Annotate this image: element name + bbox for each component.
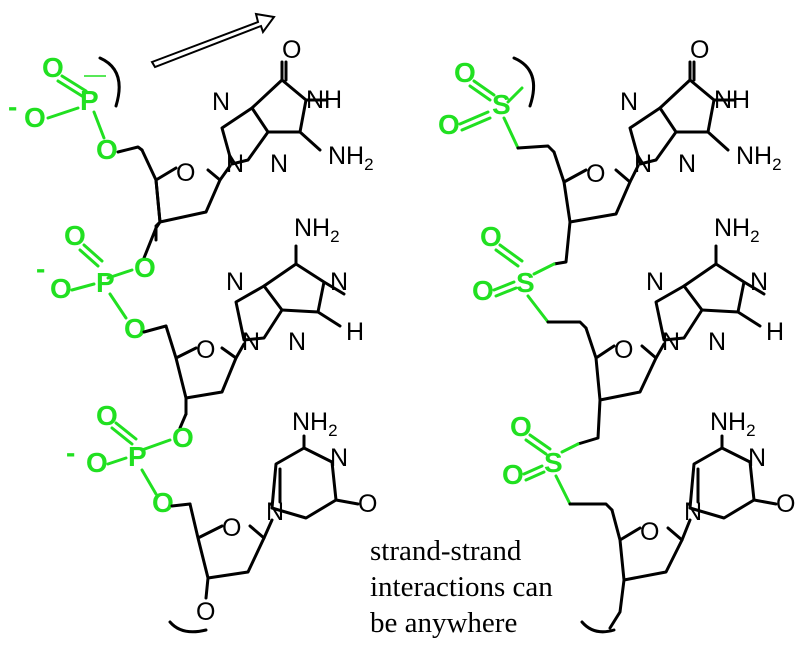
svg-text:N: N bbox=[242, 328, 260, 356]
cytosine-base: N N O NH2 bbox=[262, 408, 377, 540]
cytosine-base-r: N N O NH2 bbox=[680, 408, 795, 542]
svg-text:O: O bbox=[50, 273, 72, 304]
svg-text:O: O bbox=[640, 518, 659, 546]
svg-text:S: S bbox=[516, 267, 535, 298]
svg-text:O: O bbox=[358, 490, 377, 518]
svg-text:O: O bbox=[438, 109, 460, 140]
svg-text:S: S bbox=[544, 447, 563, 478]
svg-text:N: N bbox=[212, 88, 230, 116]
svg-text:O: O bbox=[196, 598, 215, 626]
caption-line-3: be anywhere bbox=[370, 607, 517, 639]
svg-text:N: N bbox=[270, 150, 288, 178]
svg-text:N: N bbox=[330, 268, 348, 296]
sugar-3: O O bbox=[168, 502, 266, 634]
caption-line-1: strand-strand bbox=[370, 535, 522, 567]
svg-text:P: P bbox=[80, 85, 99, 116]
svg-text:O: O bbox=[690, 36, 709, 64]
phosphate-group-2: O O P O - O bbox=[36, 220, 168, 344]
svg-text:N: N bbox=[288, 328, 306, 356]
svg-text:P: P bbox=[128, 441, 147, 472]
sulfone-group-2: O S O bbox=[472, 221, 588, 330]
svg-text:NH: NH bbox=[714, 86, 750, 114]
svg-text:O: O bbox=[124, 313, 146, 344]
svg-text:O: O bbox=[282, 36, 301, 64]
sulfone-group-3: O S O bbox=[502, 411, 614, 512]
direction-arrow bbox=[150, 12, 276, 69]
left-natural-dna: O P O - O O N N N O NH NH2 bbox=[8, 36, 377, 634]
svg-text:O: O bbox=[776, 490, 795, 518]
svg-text:O: O bbox=[176, 159, 195, 187]
svg-text:O: O bbox=[222, 514, 241, 542]
svg-text:N: N bbox=[646, 268, 664, 296]
svg-text:N: N bbox=[226, 150, 244, 178]
sugar-r1: O bbox=[552, 150, 632, 266]
svg-text:NH2: NH2 bbox=[710, 408, 756, 440]
guanine-base-1: N N N O NH NH2 bbox=[212, 36, 374, 182]
svg-text:NH2: NH2 bbox=[292, 408, 338, 440]
svg-text:H: H bbox=[346, 318, 364, 346]
svg-text:O: O bbox=[454, 57, 476, 88]
svg-text:O: O bbox=[96, 400, 118, 431]
adenine-base: N N N N NH2 H bbox=[226, 214, 364, 360]
sulfone-group-1: O S O bbox=[438, 57, 556, 154]
svg-text:N: N bbox=[226, 268, 244, 296]
svg-text:O: O bbox=[24, 102, 46, 133]
svg-text:NH2: NH2 bbox=[714, 214, 760, 246]
sugar-r3: O bbox=[580, 508, 684, 634]
svg-text:N: N bbox=[620, 88, 638, 116]
svg-text:P: P bbox=[96, 267, 115, 298]
svg-text:N: N bbox=[684, 498, 702, 526]
svg-text:O: O bbox=[96, 134, 118, 165]
svg-text:O: O bbox=[134, 252, 156, 283]
guanine-base-r: N N N O NH NH2 bbox=[620, 36, 782, 184]
svg-text:O: O bbox=[196, 336, 215, 364]
svg-text:N: N bbox=[634, 150, 652, 178]
svg-text:NH2: NH2 bbox=[328, 142, 374, 174]
svg-text:N: N bbox=[708, 328, 726, 356]
adenine-base-r: N N N N NH2 H bbox=[646, 214, 784, 360]
svg-text:O: O bbox=[480, 221, 502, 252]
sugar-r2: O bbox=[576, 326, 658, 446]
svg-text:N: N bbox=[750, 268, 768, 296]
svg-text:N: N bbox=[678, 150, 696, 178]
svg-text:H: H bbox=[766, 318, 784, 346]
svg-text:O: O bbox=[152, 487, 174, 518]
right-sulfone-analog: O S O O N N N O NH NH2 bbox=[438, 36, 795, 634]
svg-text:O: O bbox=[502, 459, 524, 490]
phosphate-group-1: O P O - O bbox=[8, 52, 144, 165]
svg-text:O: O bbox=[472, 275, 494, 306]
svg-text:O: O bbox=[86, 447, 108, 478]
svg-text:-: - bbox=[36, 253, 45, 284]
svg-text:NH2: NH2 bbox=[736, 142, 782, 174]
svg-text:N: N bbox=[330, 444, 348, 472]
svg-text:O: O bbox=[614, 336, 633, 364]
svg-text:N: N bbox=[748, 444, 766, 472]
svg-text:S: S bbox=[492, 89, 511, 120]
svg-text:-: - bbox=[66, 437, 75, 468]
svg-text:NH: NH bbox=[306, 86, 342, 114]
phosphate-group-3: O O P O - O bbox=[66, 400, 194, 518]
svg-text:O: O bbox=[510, 411, 532, 442]
svg-text:N: N bbox=[266, 498, 284, 526]
svg-text:O: O bbox=[172, 422, 194, 453]
sugar-2: O bbox=[164, 324, 238, 416]
svg-text:NH2: NH2 bbox=[294, 214, 340, 246]
svg-text:O: O bbox=[586, 160, 605, 188]
svg-text:O: O bbox=[64, 220, 86, 251]
svg-text:-: - bbox=[8, 91, 17, 122]
sugar-1: O bbox=[140, 148, 222, 242]
caption-block: strand-strand interactions can be anywhe… bbox=[370, 535, 553, 639]
svg-text:N: N bbox=[662, 328, 680, 356]
svg-text:O: O bbox=[42, 52, 64, 83]
caption-line-2: interactions can bbox=[370, 571, 553, 603]
